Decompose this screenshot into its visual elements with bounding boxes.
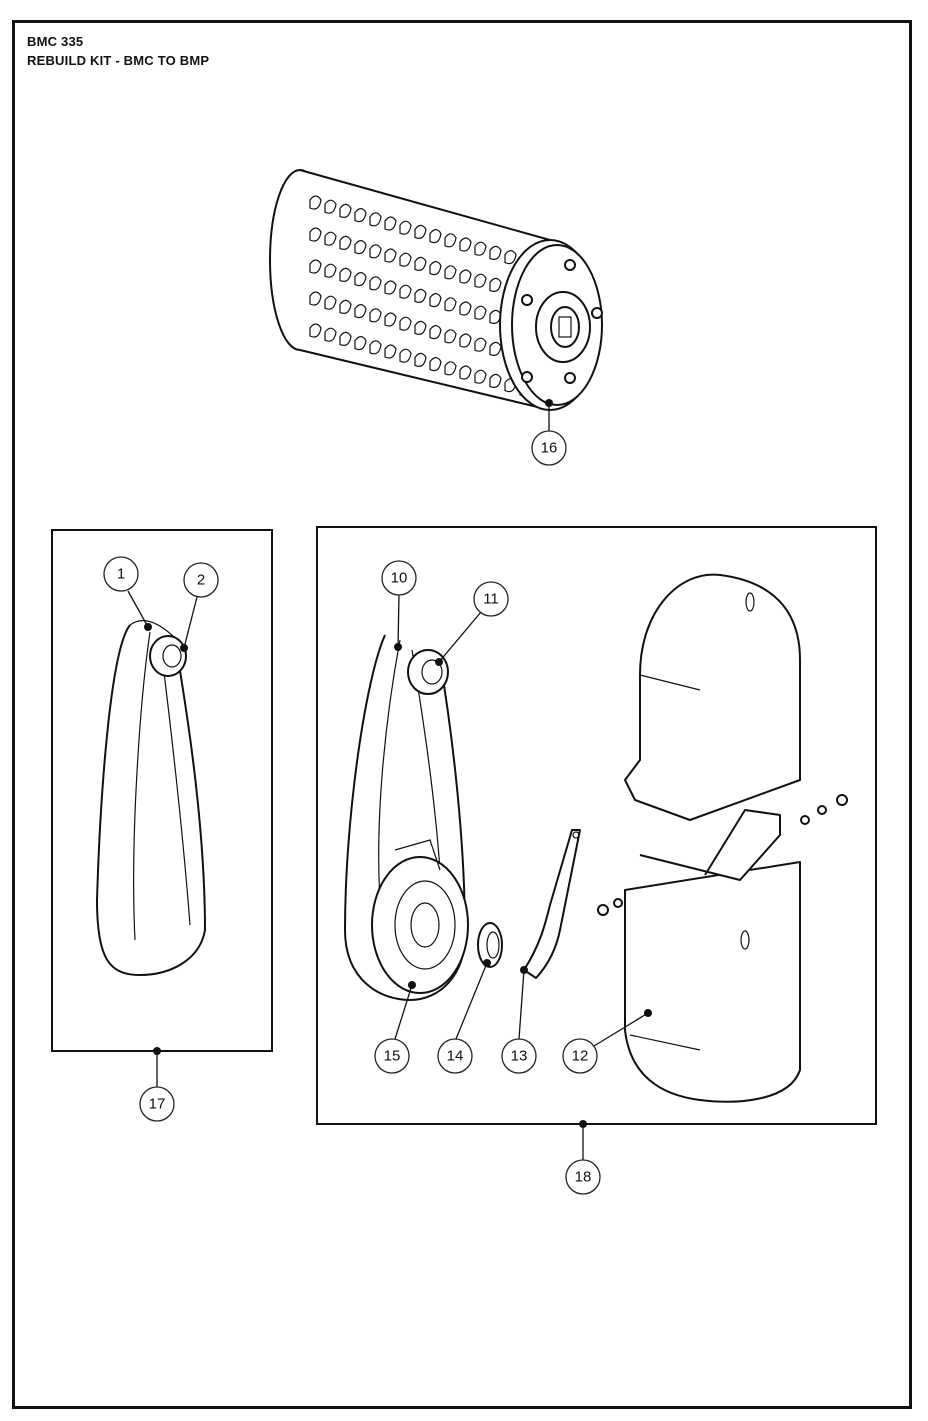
bushing-illustration <box>477 922 503 968</box>
callout-14: 14 <box>437 959 491 1074</box>
callout-13: 13 <box>501 966 537 1074</box>
kit-title: REBUILD KIT - BMC TO BMP <box>27 53 210 68</box>
callout-label: 18 <box>575 1169 592 1186</box>
callout-label: 15 <box>384 1048 401 1065</box>
belt-guard-illustration <box>597 573 848 1103</box>
callout-10: 10 <box>381 560 417 651</box>
callout-label: 11 <box>483 591 499 608</box>
belt-kit-panel <box>51 529 273 1052</box>
callout-label: 16 <box>541 440 558 457</box>
callout-17: 17 <box>139 1047 175 1122</box>
callout-18: 18 <box>565 1120 601 1195</box>
model-title: BMC 335 <box>27 34 84 49</box>
callout-label: 2 <box>197 572 205 589</box>
callout-label: 17 <box>149 1096 166 1113</box>
callout-label: 10 <box>391 570 408 587</box>
callout-16: 16 <box>531 399 567 466</box>
pulley-kit-panel <box>316 526 877 1125</box>
callout-label: 1 <box>117 566 125 583</box>
belt-illustration <box>96 620 206 976</box>
callout-label: 12 <box>572 1048 589 1065</box>
callout-15: 15 <box>374 981 416 1074</box>
callout-label: 13 <box>511 1048 528 1065</box>
page-frame <box>12 20 912 1409</box>
callout-label: 14 <box>447 1048 464 1065</box>
callout-11: 11 <box>435 581 509 666</box>
callout-2: 2 <box>180 562 219 652</box>
pulley-belt-illustration <box>344 634 469 1001</box>
callout-12: 12 <box>562 1009 652 1074</box>
callout-1: 1 <box>103 556 152 631</box>
drum-assembly-illustration <box>269 169 603 411</box>
wrench-illustration <box>523 829 581 979</box>
